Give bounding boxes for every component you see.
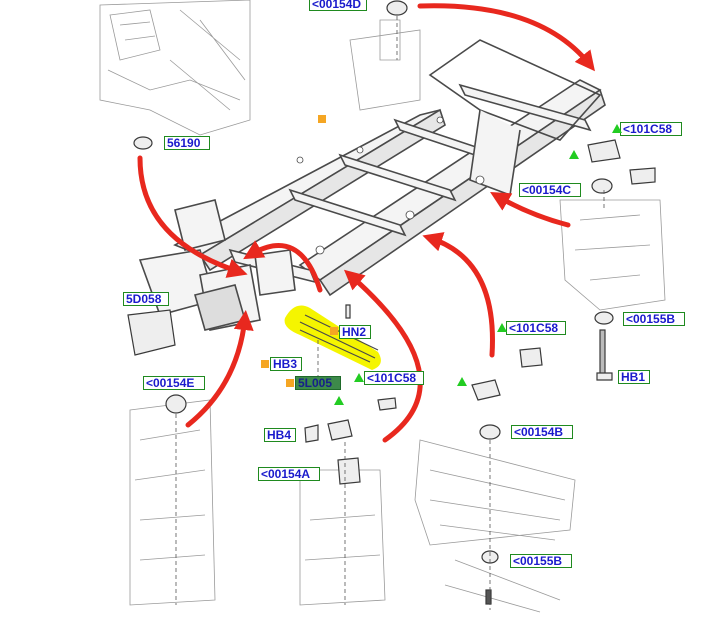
callout-00154d[interactable]: <00154D bbox=[309, 0, 367, 11]
callout-00154a[interactable]: <00154A bbox=[258, 467, 320, 481]
orange-marker-frame bbox=[318, 115, 326, 123]
red-arrows bbox=[137, 3, 595, 443]
green-marker-lower-right bbox=[457, 377, 467, 386]
callout-hb3[interactable]: HB3 bbox=[270, 357, 302, 371]
callout-101c58-right[interactable]: <101C58 bbox=[506, 321, 566, 335]
callout-00155b-top[interactable]: <00155B bbox=[623, 312, 685, 326]
callout-5d058[interactable]: 5D058 bbox=[123, 292, 169, 306]
frame-assembly bbox=[138, 39, 606, 331]
orange-marker-hb3 bbox=[261, 360, 269, 368]
callout-hb1[interactable]: HB1 bbox=[618, 370, 650, 384]
callout-56190[interactable]: 56190 bbox=[164, 136, 210, 150]
frame-holes bbox=[296, 116, 485, 255]
callout-00154e[interactable]: <00154E bbox=[143, 376, 205, 390]
callout-5l005[interactable]: 5L005 bbox=[295, 376, 341, 390]
callout-hn2[interactable]: HN2 bbox=[339, 325, 371, 339]
callout-hb4[interactable]: HB4 bbox=[264, 428, 296, 442]
green-marker-center bbox=[334, 396, 344, 405]
green-marker-101c58-mid bbox=[354, 373, 364, 382]
green-marker-101c58-right bbox=[497, 323, 507, 332]
mount-parts bbox=[127, 0, 656, 605]
orange-marker-hn2 bbox=[330, 327, 338, 335]
callout-101c58-top[interactable]: <101C58 bbox=[620, 122, 682, 136]
callout-00155b-bottom[interactable]: <00155B bbox=[510, 554, 572, 568]
orange-marker-5l005 bbox=[286, 379, 294, 387]
green-marker-frame-right bbox=[569, 150, 579, 159]
callout-00154c[interactable]: <00154C bbox=[519, 183, 581, 197]
callout-101c58-mid[interactable]: <101C58 bbox=[364, 371, 424, 385]
green-marker-101c58-top bbox=[612, 124, 622, 133]
callout-00154b[interactable]: <00154B bbox=[511, 425, 573, 439]
